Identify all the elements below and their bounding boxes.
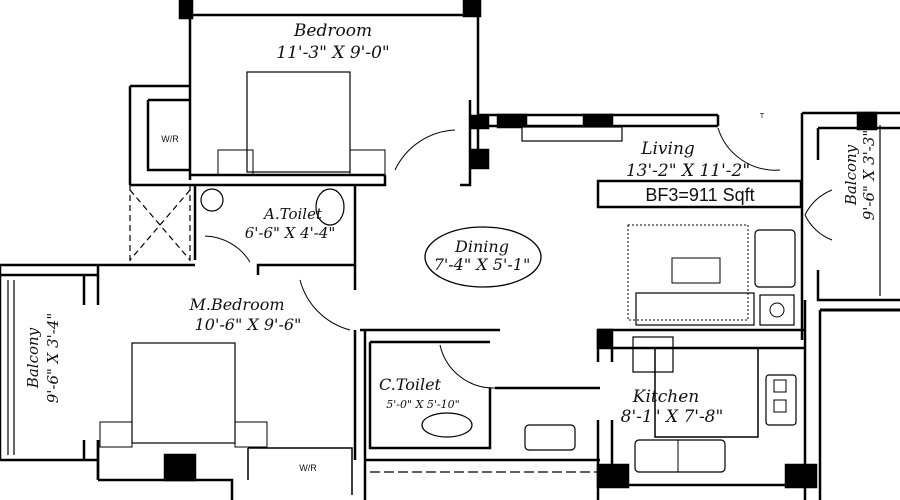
balcony-left-size: 9'-6" X 3'-4" bbox=[44, 313, 62, 404]
living-size: 13'-2" X 11'-2" bbox=[626, 161, 750, 181]
bed-top bbox=[246, 71, 351, 173]
balcony-right-size: 9'-6" X 3'-3" bbox=[860, 130, 878, 221]
wardrobe-label-bottom: W/R bbox=[299, 463, 317, 473]
coffee-table bbox=[671, 257, 721, 284]
m-bedroom-label: M.Bedroom bbox=[188, 295, 284, 314]
kitchen-sink bbox=[634, 439, 726, 473]
dining-table bbox=[424, 226, 542, 288]
tv-unit bbox=[521, 126, 623, 142]
sofa-side bbox=[754, 229, 796, 288]
kitchen-label: Kitchen bbox=[632, 387, 699, 407]
area-badge: BF3=911 Sqft bbox=[645, 185, 754, 205]
a-toilet-size: 6'-6" X 4'-4" bbox=[245, 224, 336, 242]
balcony-right-label: Balcony bbox=[842, 144, 860, 206]
rug bbox=[627, 224, 749, 321]
c-toilet-label: C.Toilet bbox=[379, 375, 442, 394]
c-toilet-size: 5'-0" X 5'-10" bbox=[386, 398, 459, 411]
marker-t: T bbox=[760, 113, 765, 120]
wall-pillar bbox=[178, 0, 194, 20]
area-badge-box bbox=[596, 179, 803, 209]
bedroom-size: 11'-3" X 9'-0" bbox=[276, 43, 389, 63]
dining-size: 7'-4" X 5'-1" bbox=[434, 255, 531, 274]
wall-pillar bbox=[470, 148, 490, 170]
sofa-main bbox=[635, 292, 755, 326]
kitchen-size: 8'-1" X 7'-8" bbox=[621, 407, 724, 427]
balcony-left-label: Balcony bbox=[24, 327, 42, 389]
a-toilet-label: A.Toilet bbox=[262, 205, 323, 223]
wall-pillar bbox=[462, 0, 482, 18]
bed-master bbox=[131, 342, 236, 444]
m-bedroom-size: 10'-6" X 9'-6" bbox=[195, 315, 302, 334]
wardrobe-label-top: W/R bbox=[161, 134, 179, 144]
bedroom-label: Bedroom bbox=[293, 21, 372, 41]
dining-label: Dining bbox=[454, 237, 509, 256]
living-label: Living bbox=[640, 139, 695, 159]
